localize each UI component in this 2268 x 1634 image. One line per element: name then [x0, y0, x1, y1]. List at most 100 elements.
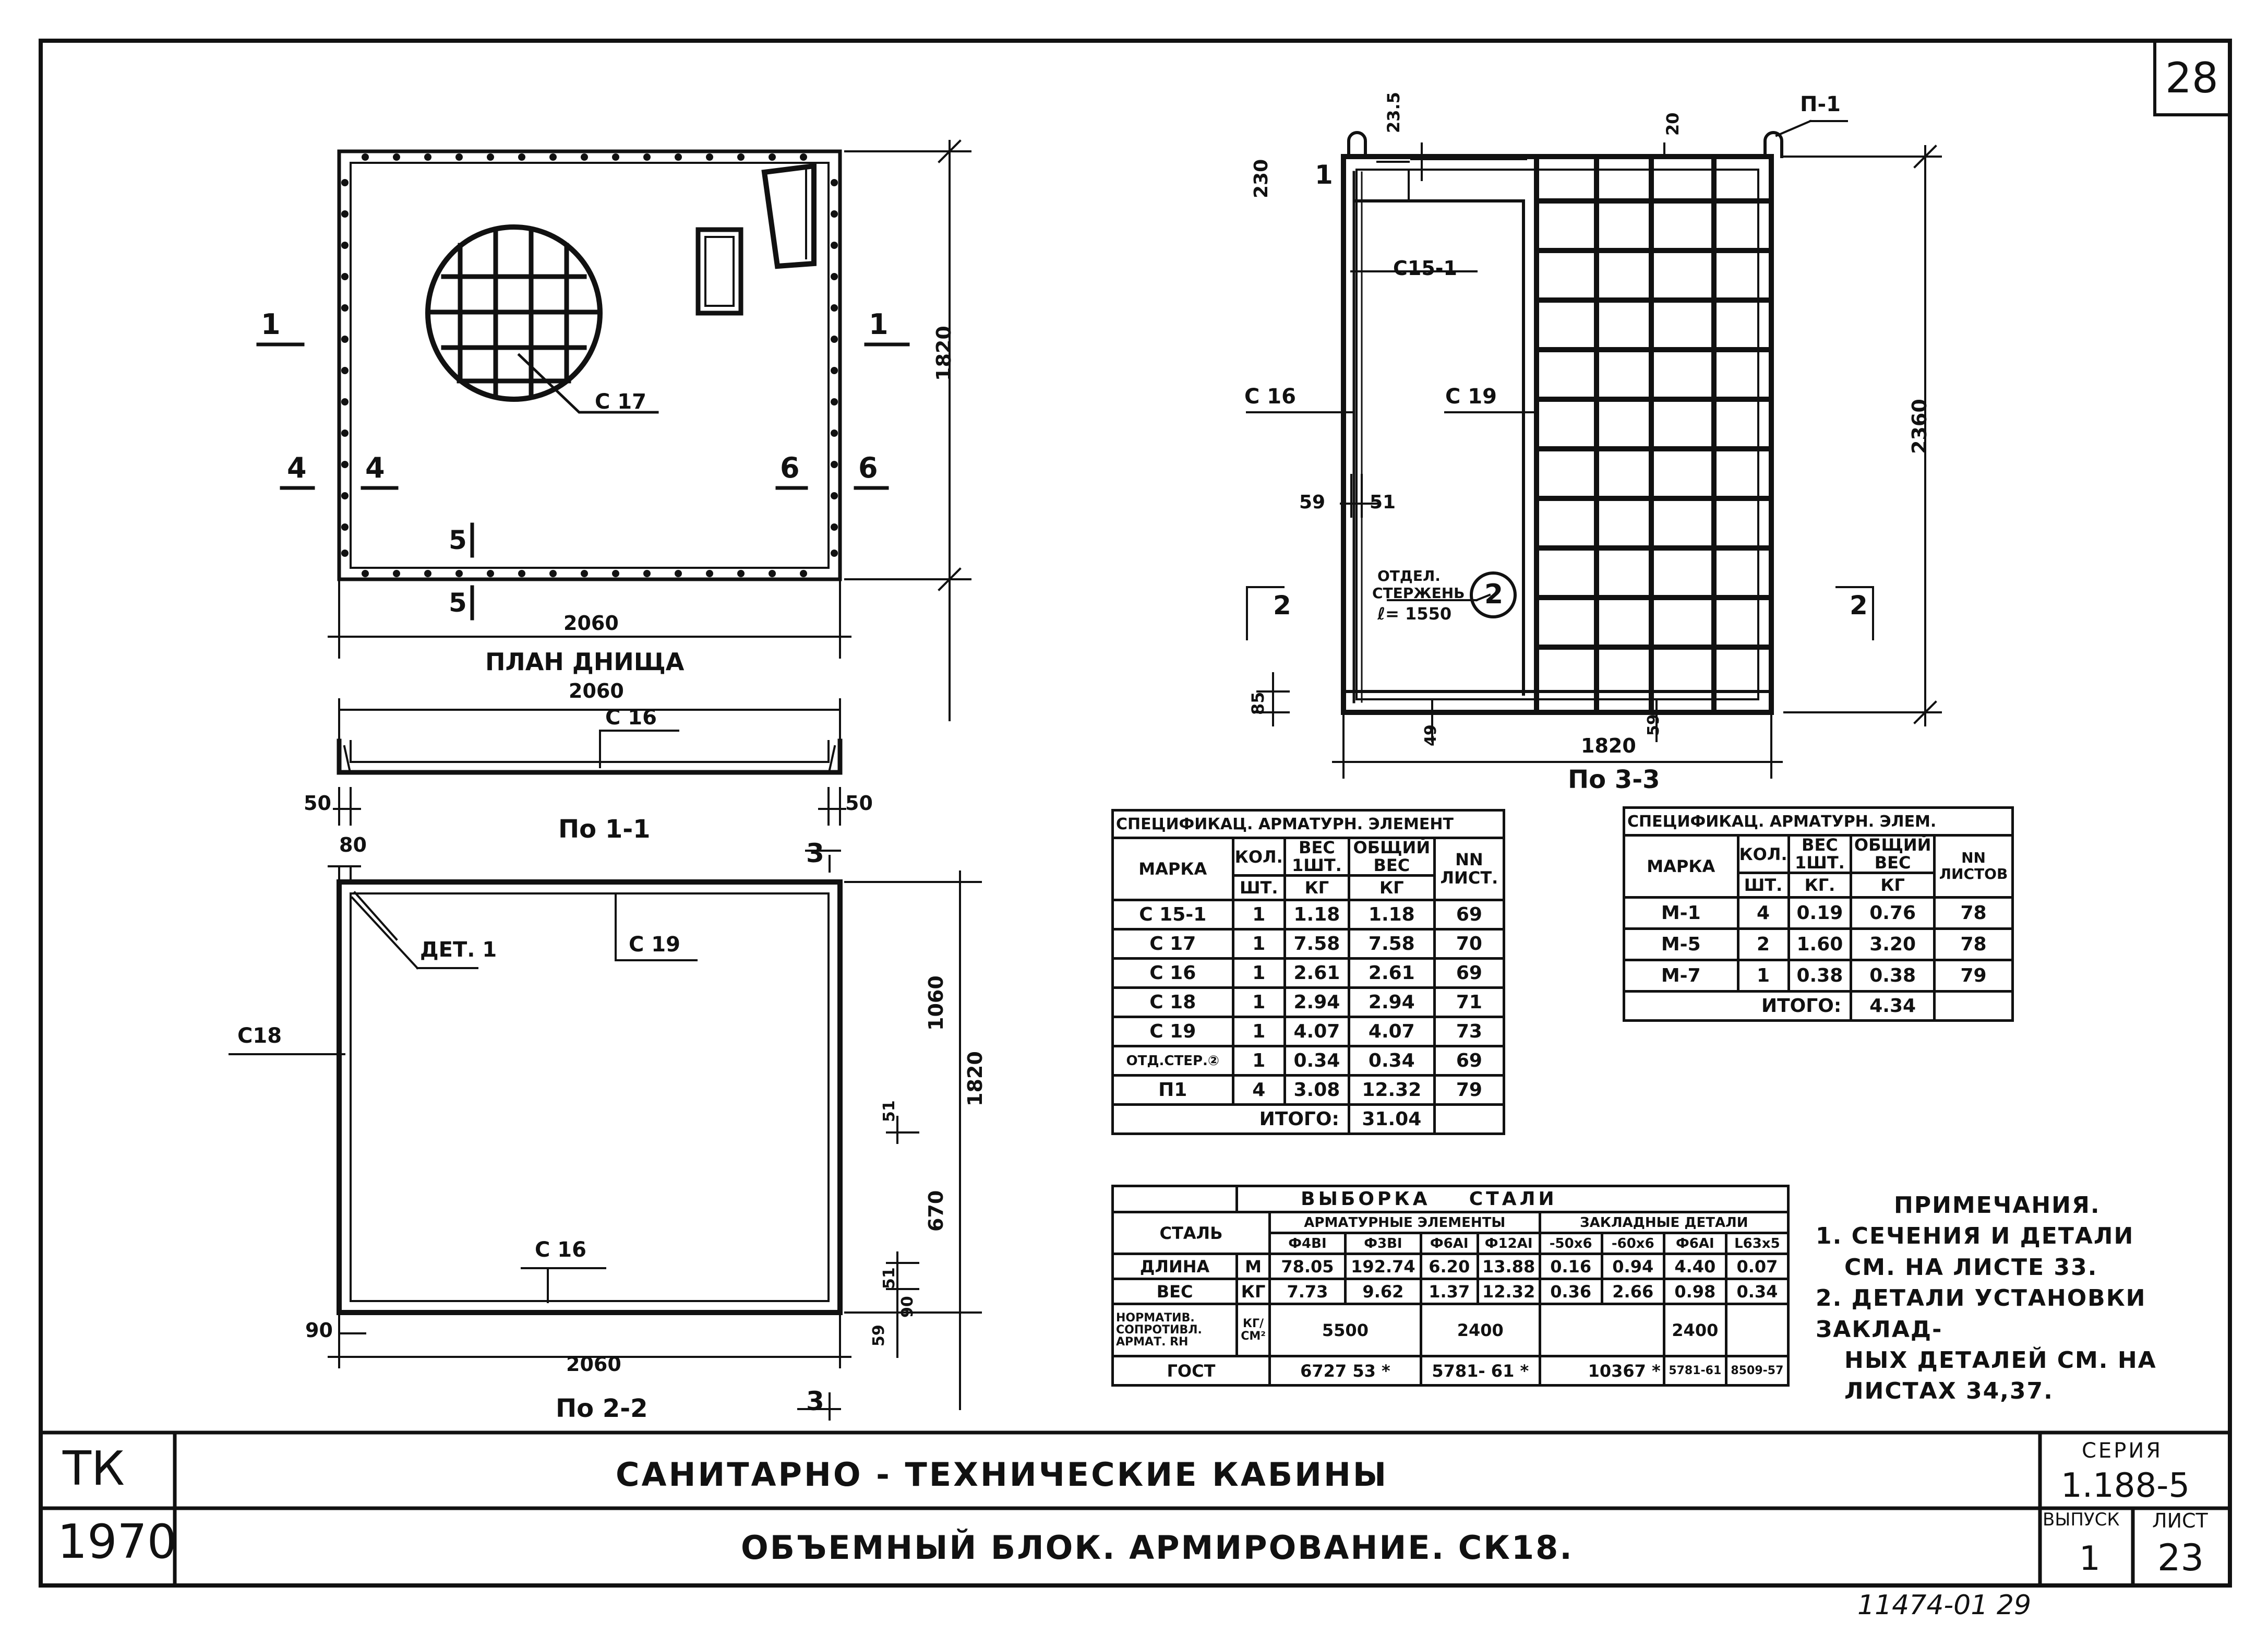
notes-line5: ЛИСТАХ 34,37. [1844, 1378, 2054, 1405]
vyb-sub: -50х6 [1538, 1232, 1603, 1255]
plan-sec-4-outer: 4 [287, 451, 307, 484]
sec33-dim-235: 23.5 [1384, 92, 1403, 133]
plan-bottom-drawing [256, 139, 971, 721]
spec1-col-qty-unit: ШТ. [1231, 874, 1286, 902]
sec22-dim-1060: 1060 [925, 975, 947, 1031]
plan-sec-4-inner: 4 [365, 451, 385, 484]
sec33-circle-label: 2 [1484, 579, 1504, 610]
plan-sec-1-left: 1 [261, 308, 281, 341]
vyb-sub: Ф12АI [1476, 1232, 1541, 1255]
leader-c17 [517, 353, 659, 414]
sec33-dim-59: 59 [1299, 492, 1326, 513]
vyb-grp-zakl: ЗАКЛАДНЫЕ ДЕТАЛИ [1538, 1211, 1790, 1234]
sec33-sec-2-right: 2 [1850, 590, 1868, 621]
sheet-number: 28 [2165, 54, 2218, 102]
sec33-label-c151: С15-1 [1393, 257, 1457, 280]
title-block-lines [39, 1430, 2232, 1588]
plan-section-marks [256, 342, 910, 621]
steel-selection-table: ВЫБОРКА СТАЛИ СТАЛЬ АРМАТУРНЫЕ ЭЛЕМЕНТЫ … [1111, 1185, 1790, 1387]
spec1-col-mark: МАРКА [1111, 836, 1234, 902]
spec2-col-mark: МАРКА [1623, 833, 1739, 899]
notes-line3: 2. ДЕТАЛИ УСТАНОВКИ ЗАКЛАД- [1816, 1285, 2146, 1343]
sec33-mark-1: 1 [1315, 160, 1333, 190]
tb-list-label: ЛИСТ [2152, 1509, 2208, 1532]
vyb-sub: Ф3ВI [1343, 1232, 1422, 1255]
spec1-col-wt-unit: КГ [1347, 874, 1436, 902]
sec11-dim-right: 50 [845, 792, 873, 815]
plan-sec-5-bottom: 5 [449, 588, 467, 618]
sec33-sec-2-left: 2 [1273, 590, 1291, 621]
spec1-total-label: ИТОГО: [1111, 1103, 1350, 1136]
vyb-row-gost: ГОСТ 6727 53 * 5781- 61 * 10367 * 5781-6… [1111, 1355, 1790, 1387]
plan-dimensions [328, 139, 971, 721]
vyb-sub: Ф6АI [1662, 1232, 1727, 1255]
spec2-col-wt-unit: КГ [1850, 872, 1936, 899]
vyb-sub: L63х5 [1724, 1232, 1790, 1255]
vyb-col-steel: СТАЛЬ [1111, 1211, 1271, 1255]
tb-list-value: 23 [2157, 1536, 2204, 1579]
sec22-dim-90v: 90 [898, 1296, 917, 1318]
spec2-total-label: ИТОГО: [1622, 990, 1853, 1022]
sec22-label-c18: С18 [237, 1024, 282, 1048]
plan-sec-6-inner: 6 [780, 451, 800, 484]
sec22-sec-3-top: 3 [806, 838, 824, 868]
tb-title1: САНИТАРНО - ТЕХНИЧЕСКИЕ КАБИНЫ [616, 1456, 1389, 1494]
notes-title: ПРИМЕЧАНИЯ. [1894, 1192, 2101, 1219]
spec2-title: СПЕЦИФИКАЦ. АРМАТУРН. ЭЛЕМ. [1623, 806, 2014, 837]
tb-title2: ОБЪЕМНЫЙ БЛОК. АРМИРОВАНИЕ. СК18. [741, 1529, 1574, 1567]
section-11-drawing [333, 698, 846, 826]
sec22-label-det: ДЕТ. 1 [420, 938, 497, 962]
notes-line2: СМ. НА ЛИСТЕ 33. [1844, 1254, 2098, 1281]
vyb-sub: Ф6АI [1419, 1232, 1479, 1255]
sec33-otd-1: ОТДЕЛ. [1377, 567, 1441, 585]
spec1-col-w1-unit: КГ [1283, 874, 1350, 902]
sec22-dim-1820: 1820 [964, 1051, 987, 1106]
sec22-dim-90: 90 [305, 1319, 333, 1342]
sec22-dim-670: 670 [925, 1190, 947, 1232]
sec33-dim-20: 20 [1663, 112, 1683, 136]
sec11-dim-left: 50 [304, 792, 331, 815]
tb-seria-label: СЕРИЯ [2082, 1439, 2163, 1463]
sec33-dim-width: 1820 [1581, 734, 1636, 757]
vyb-sub: Ф4ВI [1268, 1232, 1347, 1255]
plan-title: ПЛАН ДНИЩА [485, 648, 685, 676]
sec33-dim-59b: 59 [1645, 714, 1663, 736]
plan-opening [695, 227, 743, 316]
sec33-dim-85: 85 [1248, 691, 1268, 715]
plan-mesh-grid [428, 227, 600, 399]
sec33-dim-49: 49 [1422, 724, 1440, 746]
spec1-title: СПЕЦИФИКАЦ. АРМАТУРН. ЭЛЕМЕНТ [1111, 809, 1505, 839]
spec2-total-value: 4.34 [1850, 990, 1936, 1022]
sec22-dim-80: 80 [339, 833, 367, 856]
tb-vypusk-value: 1 [2079, 1540, 2101, 1578]
vyb-row-norm: НОРМАТИВ.СОПРОТИВЛ.АРМАТ. RН КГ/СМ² 5500… [1111, 1303, 1790, 1357]
tb-vypusk-label: ВЫПУСК [2043, 1509, 2120, 1530]
sec33-otd-2: СТЕРЖЕНЬ [1372, 585, 1465, 602]
notes-block: ПРИМЕЧАНИЯ. 1. СЕЧЕНИЯ И ДЕТАЛИ СМ. НА Л… [1816, 1190, 2268, 1407]
section-22-drawing [229, 850, 982, 1421]
spec2-col-qty-unit: ШТ. [1736, 872, 1790, 899]
sec33-label-p1: П-1 [1800, 92, 1841, 116]
sec33-dim-51: 51 [1370, 492, 1396, 513]
sec22-title: По 2-2 [556, 1394, 648, 1423]
spec2-col-qty: КОЛ. [1736, 833, 1790, 874]
notes-line4: НЫХ ДЕТАЛЕЙ СМ. НА [1844, 1346, 2157, 1374]
detail-circle-2 [1470, 571, 1517, 618]
plan-sec-5-top: 5 [449, 525, 467, 555]
sheet-number-box [2153, 39, 2231, 116]
plan-dim-height: 1820 [932, 326, 955, 381]
